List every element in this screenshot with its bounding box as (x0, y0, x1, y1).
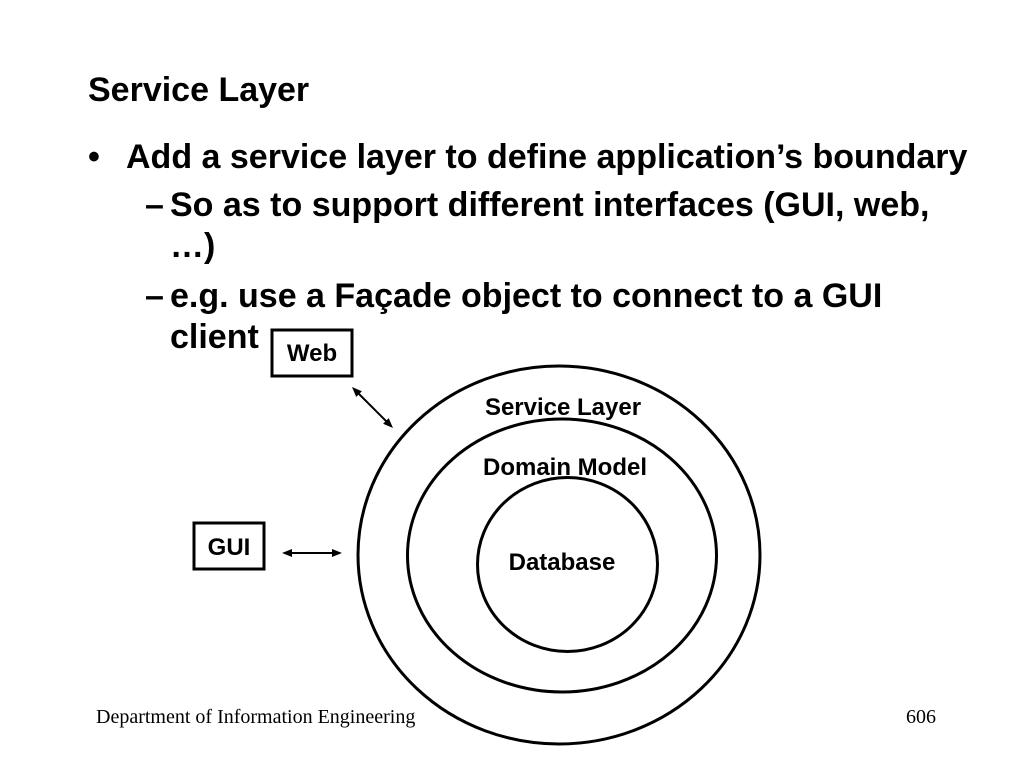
bullet-item: • Add a service layer to define applicat… (88, 137, 1006, 178)
gui-client-label: GUI (208, 534, 251, 561)
arrowhead (383, 418, 393, 428)
database-core (476, 476, 659, 653)
sub-bullet-text: So as to support different interfaces (G… (170, 186, 930, 265)
sub-bullet-marker: – (145, 277, 164, 315)
bullet-text: Add a service layer to define applicatio… (126, 138, 968, 176)
gui-connection-arrow (282, 549, 342, 557)
sub-bullet-marker: – (145, 186, 164, 224)
domain-model-ring (406, 417, 718, 694)
service-layer-label: Service Layer (485, 394, 641, 421)
service-layer-ring (356, 364, 762, 746)
web-connection-arrow (352, 387, 393, 428)
bullet-marker: • (88, 138, 100, 176)
domain-model-label: Domain Model (483, 454, 647, 481)
arrow-shaft (357, 392, 388, 423)
web-client-box (270, 328, 354, 378)
sub-bullet-item: – So as to support different interfaces … (145, 185, 960, 267)
arrowhead (352, 387, 362, 397)
footer-department: Department of Information Engineering (96, 706, 416, 728)
gui-client-box (192, 521, 266, 571)
web-client-label: Web (287, 340, 337, 367)
slide-title: Service Layer (88, 71, 310, 109)
arrowhead (282, 549, 292, 557)
page-number: 606 (906, 706, 936, 728)
sub-bullet-item: – e.g. use a Façade object to connect to… (145, 276, 960, 358)
database-label: Database (509, 549, 616, 576)
arrowhead (332, 549, 342, 557)
sub-bullet-text: e.g. use a Façade object to connect to a… (170, 277, 883, 356)
